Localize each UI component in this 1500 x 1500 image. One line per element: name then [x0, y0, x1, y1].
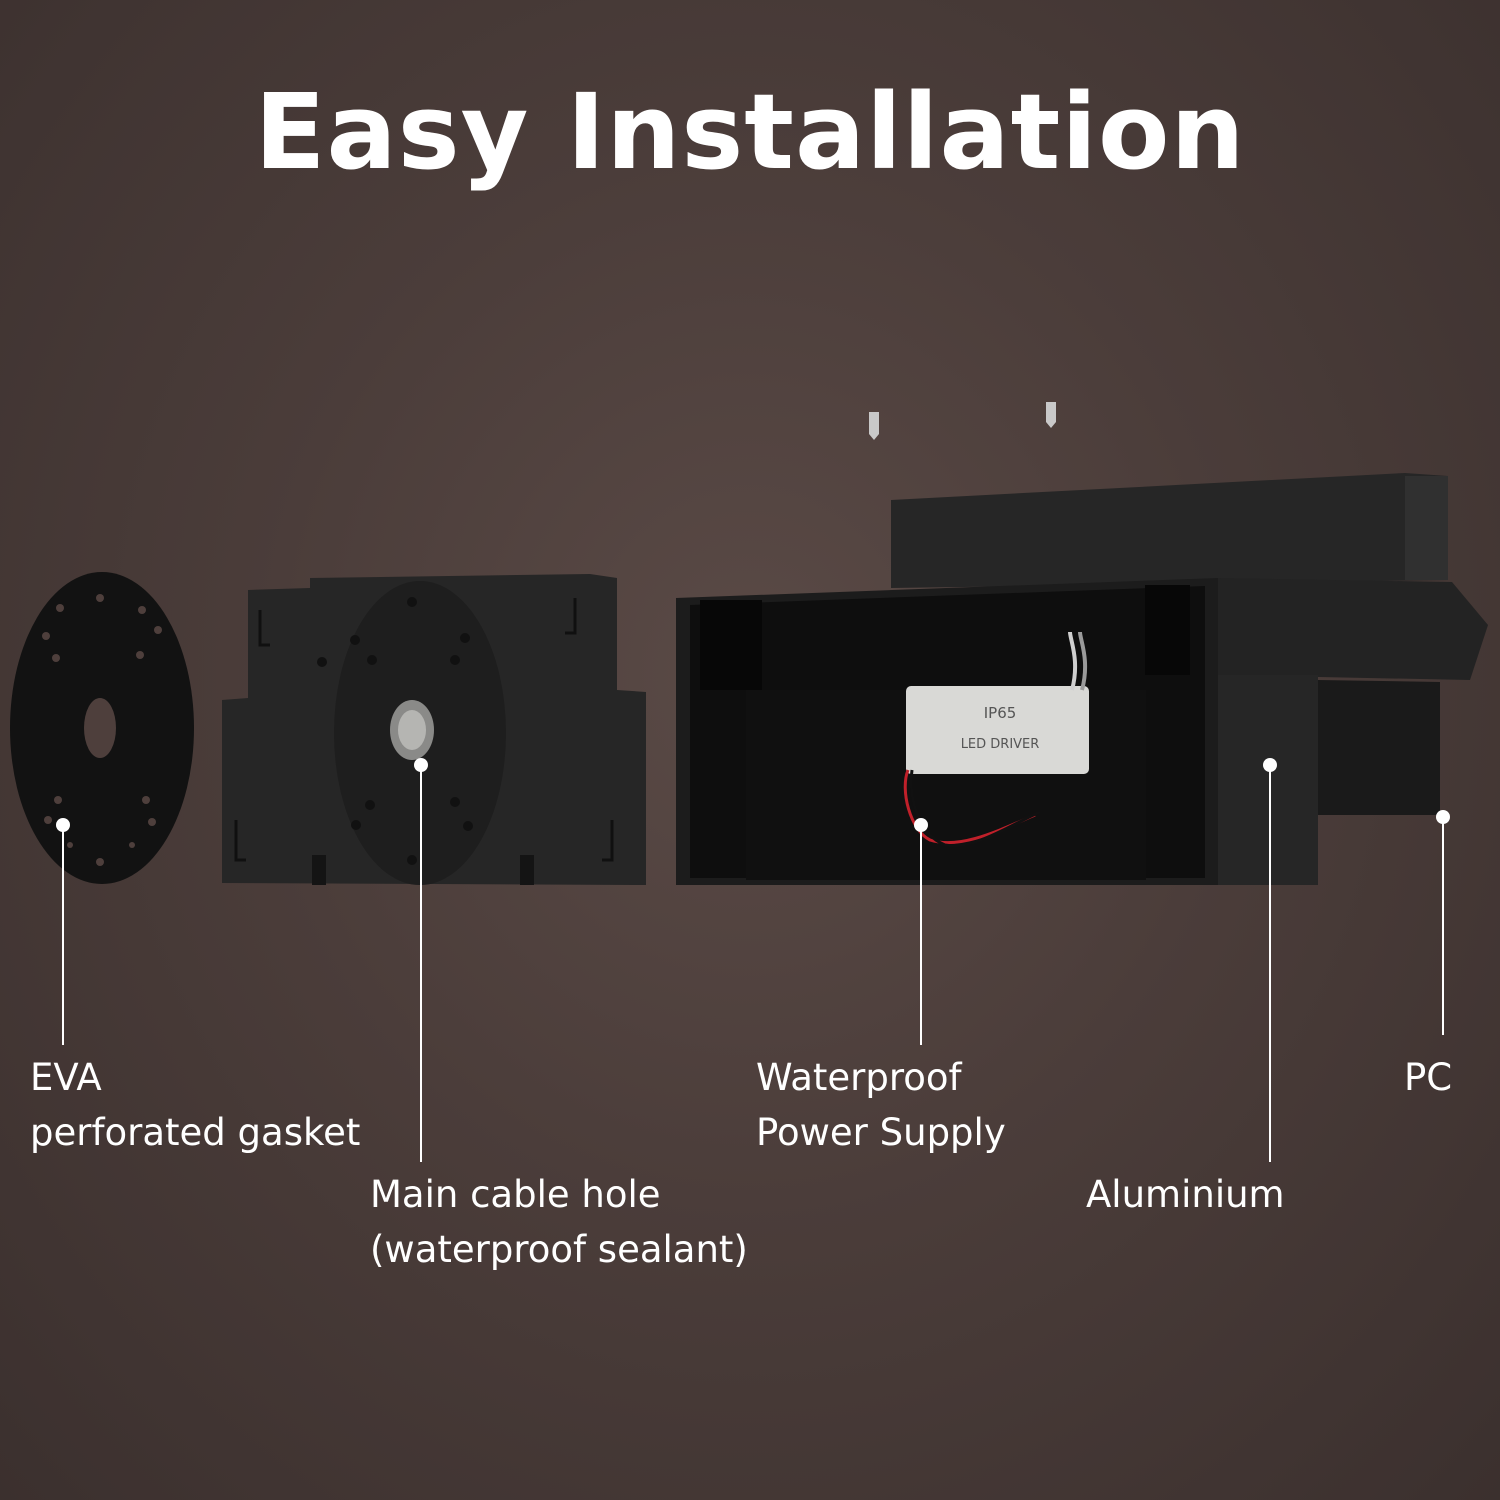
led-driver: IP65 LED DRIVER	[903, 631, 1089, 848]
label-main-cable-hole: Main cable hole (waterproof sealant)	[370, 1173, 748, 1271]
screws	[869, 402, 1056, 440]
label-waterproof-power-supply: Waterproof Power Supply	[756, 1056, 1006, 1154]
svg-text:IP65: IP65	[984, 704, 1017, 722]
label-aluminium: Aluminium	[1086, 1173, 1285, 1216]
label-pc: PC	[1404, 1056, 1453, 1099]
mounting-plate	[222, 574, 646, 885]
eva-gasket	[10, 572, 194, 884]
page-title: Easy Installation	[254, 71, 1246, 193]
lamp-housing	[676, 473, 1488, 885]
callouts	[56, 758, 1450, 1162]
label-eva-gasket: EVA perforated gasket	[30, 1056, 361, 1154]
svg-text:LED DRIVER: LED DRIVER	[961, 737, 1040, 752]
